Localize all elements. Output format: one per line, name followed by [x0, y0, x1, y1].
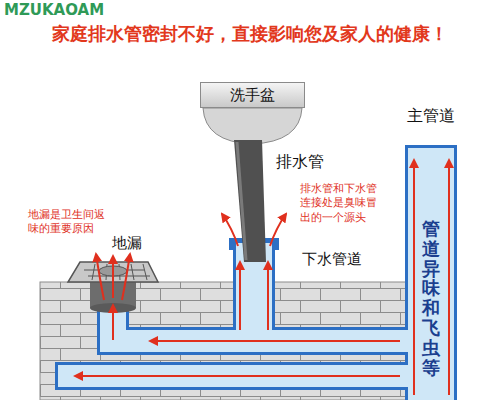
odor-arrows [75, 375, 400, 377]
pipe-label: 下水管道 [302, 250, 382, 270]
box-label: 洗手盆 [230, 86, 275, 105]
drain-pipe [237, 142, 246, 260]
odor-arrows [270, 214, 286, 246]
odor-arrows [96, 254, 104, 300]
odor-arrows [112, 305, 114, 340]
drain-pipe [234, 140, 266, 262]
pipe-walls [55, 362, 410, 390]
title: 家庭排水管密封不好，直接影响您及家人的健康！ [0, 22, 500, 46]
pipe-walls [405, 145, 457, 400]
warning-note: 排水管和下水管连接处是臭味冒出的一个源头 [300, 182, 380, 225]
odor-arrows [222, 214, 238, 246]
pipe-water [58, 365, 410, 387]
pipe-water [408, 148, 454, 400]
wash-basin [203, 108, 302, 144]
odor-arrows [122, 254, 130, 300]
odor-arrows [448, 160, 450, 395]
drain-pipe [234, 140, 266, 262]
main-pipe: 主管道管道异味和飞虫等 [398, 106, 464, 377]
pipe-heading: 主管道 [398, 106, 464, 127]
watermark: MZUKAOAM [4, 1, 204, 21]
wash-basin [203, 108, 302, 144]
pipe-note: 管道异味和飞虫等 [422, 219, 440, 377]
wash-basin-box: 洗手盆 [200, 82, 305, 108]
odor-arrows [413, 160, 415, 395]
odor-arrows [112, 256, 114, 298]
odor-arrows [239, 262, 241, 330]
floor-drain [84, 264, 150, 280]
odor-arrows [267, 262, 269, 330]
pipe-label: 排水管 [276, 152, 346, 173]
part-label: 地漏 [112, 234, 157, 254]
odor-arrows [150, 340, 400, 342]
odor-arrows [75, 160, 449, 395]
warning-note: 地漏是卫生间返味的重要原因 [28, 208, 108, 237]
